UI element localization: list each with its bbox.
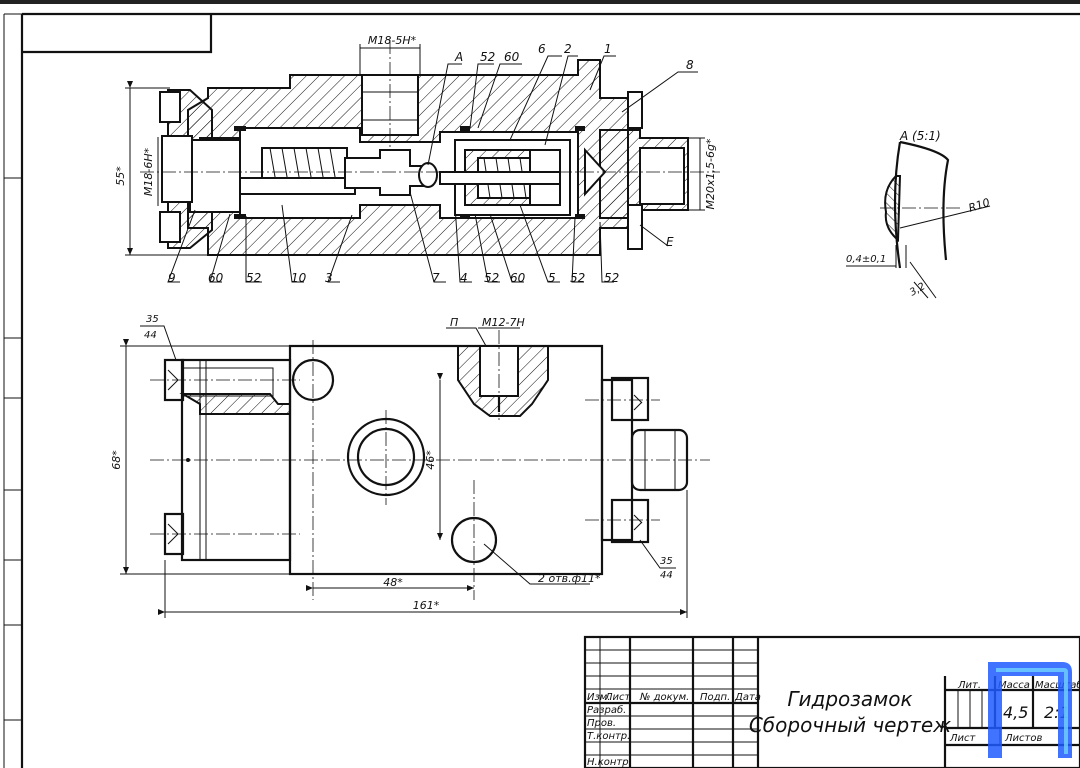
- callout-10: 10: [291, 271, 307, 285]
- tb-list: Лист: [604, 692, 632, 703]
- tb-prov: Пров.: [587, 718, 616, 729]
- detail-title: A (5:1): [899, 129, 941, 143]
- callouts-top: A 52 60 6 2 1 8: [454, 42, 694, 72]
- dim-thread-right: M20x1,5-6g*: [704, 138, 717, 209]
- dim-holes: 2 отв.ф11*: [538, 572, 601, 585]
- right-valve: [439, 139, 571, 216]
- hole-bottom: [450, 516, 498, 564]
- detail-roughness: 3,2: [908, 281, 927, 298]
- dim-thread-top: M18-5H*: [368, 34, 417, 47]
- dim-height-46: 46*: [424, 450, 437, 470]
- callout-1: 1: [604, 42, 612, 56]
- callout-8: 8: [686, 58, 694, 72]
- tb-izm: Изм.: [587, 692, 611, 703]
- tb-nkontr: Н.контр.: [587, 757, 632, 768]
- ball: [418, 162, 438, 188]
- tb-podp: Подп.: [700, 692, 730, 703]
- bolt-tl-44: 44: [144, 330, 157, 341]
- callout-3: 3: [325, 271, 333, 285]
- callout-4: 4: [460, 271, 468, 285]
- seal-rings: [234, 126, 585, 219]
- bolt-br-44: 44: [660, 570, 673, 581]
- callout-52: 52: [480, 50, 495, 64]
- dim-width-161: 161*: [413, 599, 440, 612]
- logo-watermark: [988, 662, 1072, 758]
- bolt-top-left: [163, 358, 291, 415]
- tb-doc: № докум.: [639, 692, 689, 703]
- callout-52-d: 52: [570, 271, 585, 285]
- callout-60: 60: [504, 50, 520, 64]
- tb-sheets: Листов: [1004, 733, 1042, 744]
- callout-a: A: [454, 50, 463, 64]
- dim-thread-left: M18-6H*: [142, 147, 155, 196]
- callout-52-e: 52: [604, 271, 619, 285]
- tb-data: Дата: [734, 692, 761, 703]
- callout-7: 7: [432, 271, 440, 285]
- callout-e: E: [666, 235, 674, 249]
- dim-height-68: 68*: [110, 450, 123, 470]
- detail-a-view: [846, 140, 991, 299]
- spring-left: [239, 147, 356, 195]
- sheet-frame: [3, 12, 1080, 768]
- dim-height-55: 55*: [114, 166, 127, 186]
- tb-mass: Масса: [998, 680, 1030, 691]
- callout-52-c: 52: [484, 271, 499, 285]
- detail-offset: 0,4±0,1: [846, 254, 886, 265]
- dim-width-48: 48*: [383, 576, 403, 589]
- tb-name-1: Гидрозамок: [787, 687, 912, 711]
- tb-razrab: Разраб.: [587, 704, 626, 716]
- top-edge: [0, 0, 1080, 4]
- callout-6: 6: [538, 42, 546, 56]
- bolt-br-35: 35: [660, 556, 673, 567]
- bolt-tl-35: 35: [146, 314, 159, 325]
- tb-tkontr: Т.контр.: [587, 731, 630, 742]
- label-p: П: [450, 316, 458, 329]
- callout-9: 9: [168, 271, 176, 285]
- tb-lit: Лит.: [957, 680, 981, 691]
- detail-radius: R10: [967, 196, 992, 215]
- top-section-view: [125, 40, 720, 283]
- tb-mass-value: 4,5: [1003, 703, 1028, 722]
- tb-scale: Масштаб: [1035, 679, 1080, 691]
- callout-52-b: 52: [246, 271, 261, 285]
- callouts-bottom: 9 60 52 10 3 7 4 52 60 5 52 52 E: [168, 235, 674, 285]
- dim-thread-m12: M12-7H: [482, 316, 525, 329]
- tb-name-2: Сборочный чертеж: [749, 713, 951, 737]
- tb-sheet: Лист: [949, 733, 977, 744]
- callout-60-b: 60: [208, 271, 224, 285]
- bottom-view: [120, 325, 710, 618]
- callout-60-c: 60: [510, 271, 526, 285]
- callout-5: 5: [548, 271, 556, 285]
- callout-2: 2: [564, 42, 572, 56]
